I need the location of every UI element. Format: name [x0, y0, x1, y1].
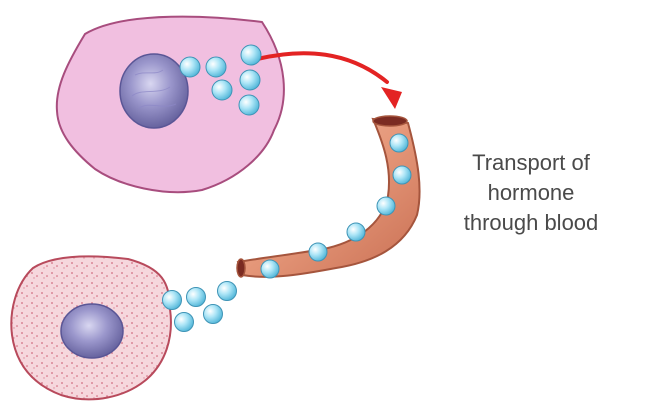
- hormone-molecule-icon: [390, 134, 408, 152]
- hormone-molecule-icon: [187, 288, 206, 307]
- hormone-molecule-icon: [347, 223, 365, 241]
- hormone-molecule-icon: [377, 197, 395, 215]
- hormone-molecule-icon: [163, 291, 182, 310]
- transport-caption: Transport of hormone through blood: [418, 148, 644, 238]
- hormone-molecule-icon: [309, 243, 327, 261]
- hormone-molecule-icon: [206, 57, 226, 77]
- target-cell-nucleus: [61, 304, 123, 358]
- hormone-molecule-icon: [239, 95, 259, 115]
- target-hormones: [163, 282, 237, 332]
- hormone-molecule-icon: [261, 260, 279, 278]
- hormone-molecule-icon: [212, 80, 232, 100]
- hormone-molecule-icon: [180, 57, 200, 77]
- hormone-molecule-icon: [175, 313, 194, 332]
- blood-vessel-lower-opening: [237, 259, 245, 277]
- hormone-molecule-icon: [240, 70, 260, 90]
- hormone-molecule-icon: [241, 45, 261, 65]
- hormone-molecule-icon: [218, 282, 237, 301]
- caption-line-3: through blood: [418, 208, 644, 238]
- caption-line-2: hormone: [418, 178, 644, 208]
- caption-line-1: Transport of: [418, 148, 644, 178]
- secretion-arrowhead-icon: [381, 87, 402, 109]
- hormone-molecule-icon: [204, 305, 223, 324]
- blood-vessel-upper-opening: [373, 116, 407, 126]
- hormone-molecule-icon: [393, 166, 411, 184]
